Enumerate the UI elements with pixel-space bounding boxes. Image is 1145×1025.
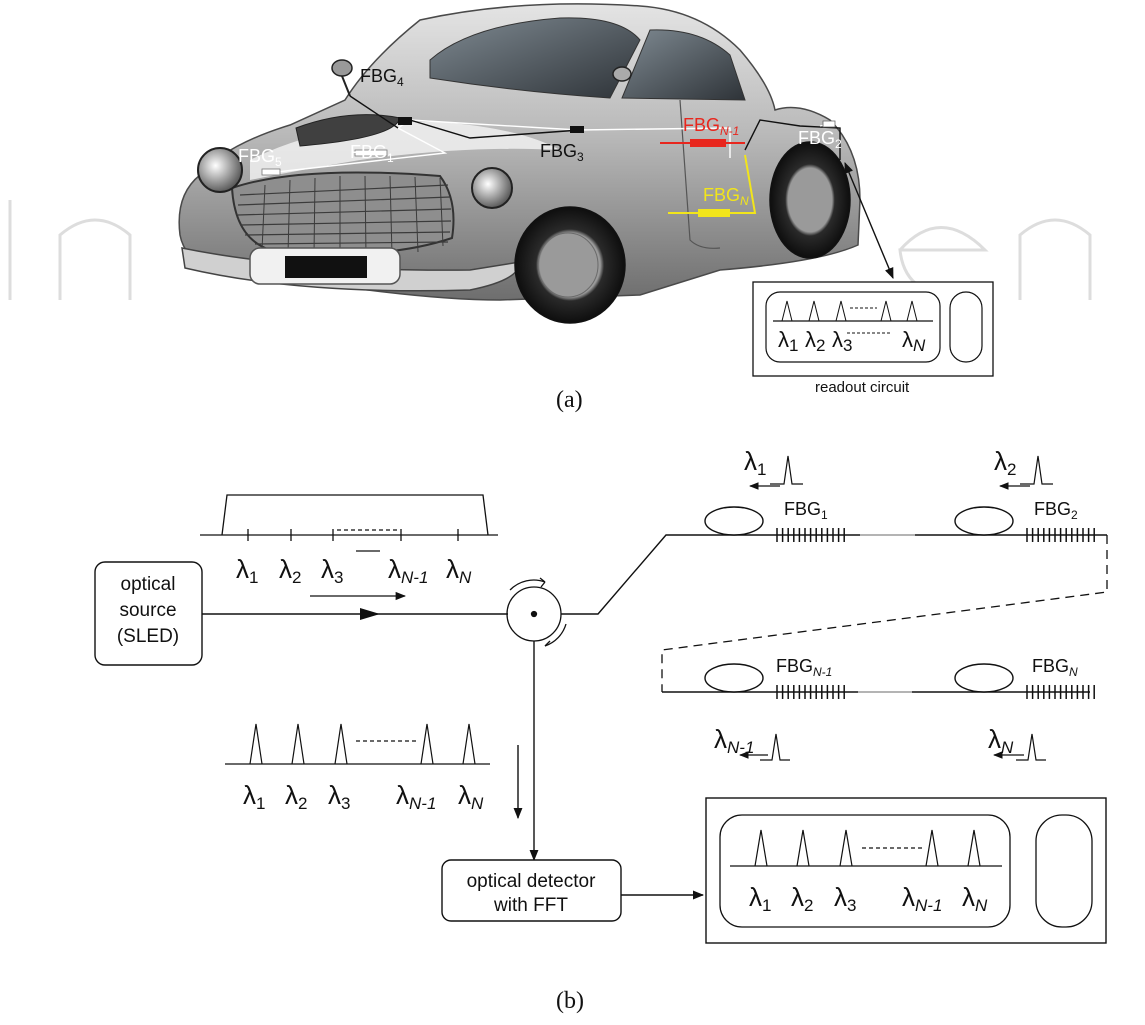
panel-a: FBG1 FBG2 FBG3 FBG4 FBG5 FBGN-1 FBGN — [8, 3, 1092, 413]
fiber-continuation-dashed — [661, 535, 1108, 692]
fbg4-label: FBG4 — [360, 66, 404, 89]
out-lambda-n: λN — [962, 882, 988, 915]
fbg-sensor-marks — [261, 117, 836, 217]
readout-lambda-3: λ3 — [832, 327, 852, 355]
fbg2-label: FBG2 — [798, 128, 842, 151]
fiber-loops — [704, 506, 1014, 693]
fbg-n-minus-1-label: FBGN-1 — [683, 115, 739, 138]
optical-circulator — [506, 577, 567, 647]
output-display: λ1 λ2 λ3 λN-1 λN — [705, 797, 1107, 944]
panel-a-caption: (a) — [556, 387, 583, 413]
src-lambda-n-minus-1: λN-1 — [388, 554, 428, 587]
grating-fbgn — [1026, 685, 1095, 699]
out-lambda-n-minus-1: λN-1 — [902, 882, 942, 915]
reflected-spectrum-labels: λ1 λ2 λ3 λN-1 λN — [243, 780, 484, 813]
readout-lambda-2: λ2 — [805, 327, 825, 355]
source-line-2: source — [119, 600, 176, 621]
refl-lambda-n: λN — [458, 780, 484, 813]
src-lambda-3: λ3 — [321, 554, 343, 587]
reflection-lambda-1: λ1 — [744, 446, 766, 479]
grating-label-fbg2: FBG2 — [1034, 499, 1078, 522]
grating-ticks — [776, 528, 1095, 699]
grating-label-fbg1: FBG1 — [784, 499, 828, 522]
reflection-lambda-n: λN — [988, 724, 1014, 757]
grating-fbgn-1 — [776, 685, 845, 699]
optical-source-box: optical source (SLED) — [94, 561, 203, 666]
readout-lambda-1: λ1 — [778, 327, 798, 355]
panel-b: λ1 λ2 λ3 λN-1 λN optical source (SLED) — [94, 446, 1108, 1014]
grating-label-fbgn-1: FBGN-1 — [776, 656, 832, 679]
grating-fbg2 — [1026, 528, 1095, 542]
car-illustration — [178, 3, 861, 324]
out-lambda-2: λ2 — [791, 882, 813, 915]
readout-circuit: λ1 λ2 λ3 λN readout circuit — [752, 281, 994, 396]
refl-lambda-n-minus-1: λN-1 — [396, 780, 436, 813]
grating-label-fbgn: FBGN — [1032, 656, 1078, 679]
src-lambda-n: λN — [446, 554, 472, 587]
optical-detector-box: optical detector with FFT — [441, 859, 622, 922]
source-spectrum — [200, 494, 498, 601]
fbg1-label: FBG1 — [350, 142, 394, 165]
grating-reflection-peaks — [739, 455, 1053, 761]
src-lambda-2: λ2 — [279, 554, 301, 587]
circulator-to-sensor-fiber — [561, 534, 860, 615]
out-lambda-3: λ3 — [834, 882, 856, 915]
fbg3-label: FBG3 — [540, 141, 584, 164]
reflection-lambda-n-1: λN-1 — [714, 724, 754, 757]
out-lambda-1: λ1 — [749, 882, 771, 915]
grating-fbg1 — [776, 528, 845, 542]
reflected-spectrum — [225, 723, 490, 765]
reflection-lambda-2: λ2 — [994, 446, 1016, 479]
source-line-1: optical — [121, 574, 176, 595]
refl-lambda-1: λ1 — [243, 780, 265, 813]
source-line-3: (SLED) — [117, 626, 179, 647]
forward-direction-arrow — [360, 608, 380, 620]
detector-line-1: optical detector — [467, 871, 597, 892]
fbg-n-label: FBGN — [703, 185, 749, 208]
source-spectrum-labels: λ1 λ2 λ3 λN-1 λN — [236, 554, 472, 587]
readout-lambda-n: λN — [902, 327, 926, 355]
refl-lambda-2: λ2 — [285, 780, 307, 813]
refl-lambda-3: λ3 — [328, 780, 350, 813]
src-lambda-1: λ1 — [236, 554, 258, 587]
panel-b-caption: (b) — [556, 988, 584, 1014]
detector-line-2: with FFT — [493, 895, 568, 916]
readout-link-arrow — [844, 161, 894, 280]
readout-circuit-label: readout circuit — [815, 379, 910, 396]
fbg5-label: FBG5 — [238, 146, 282, 169]
